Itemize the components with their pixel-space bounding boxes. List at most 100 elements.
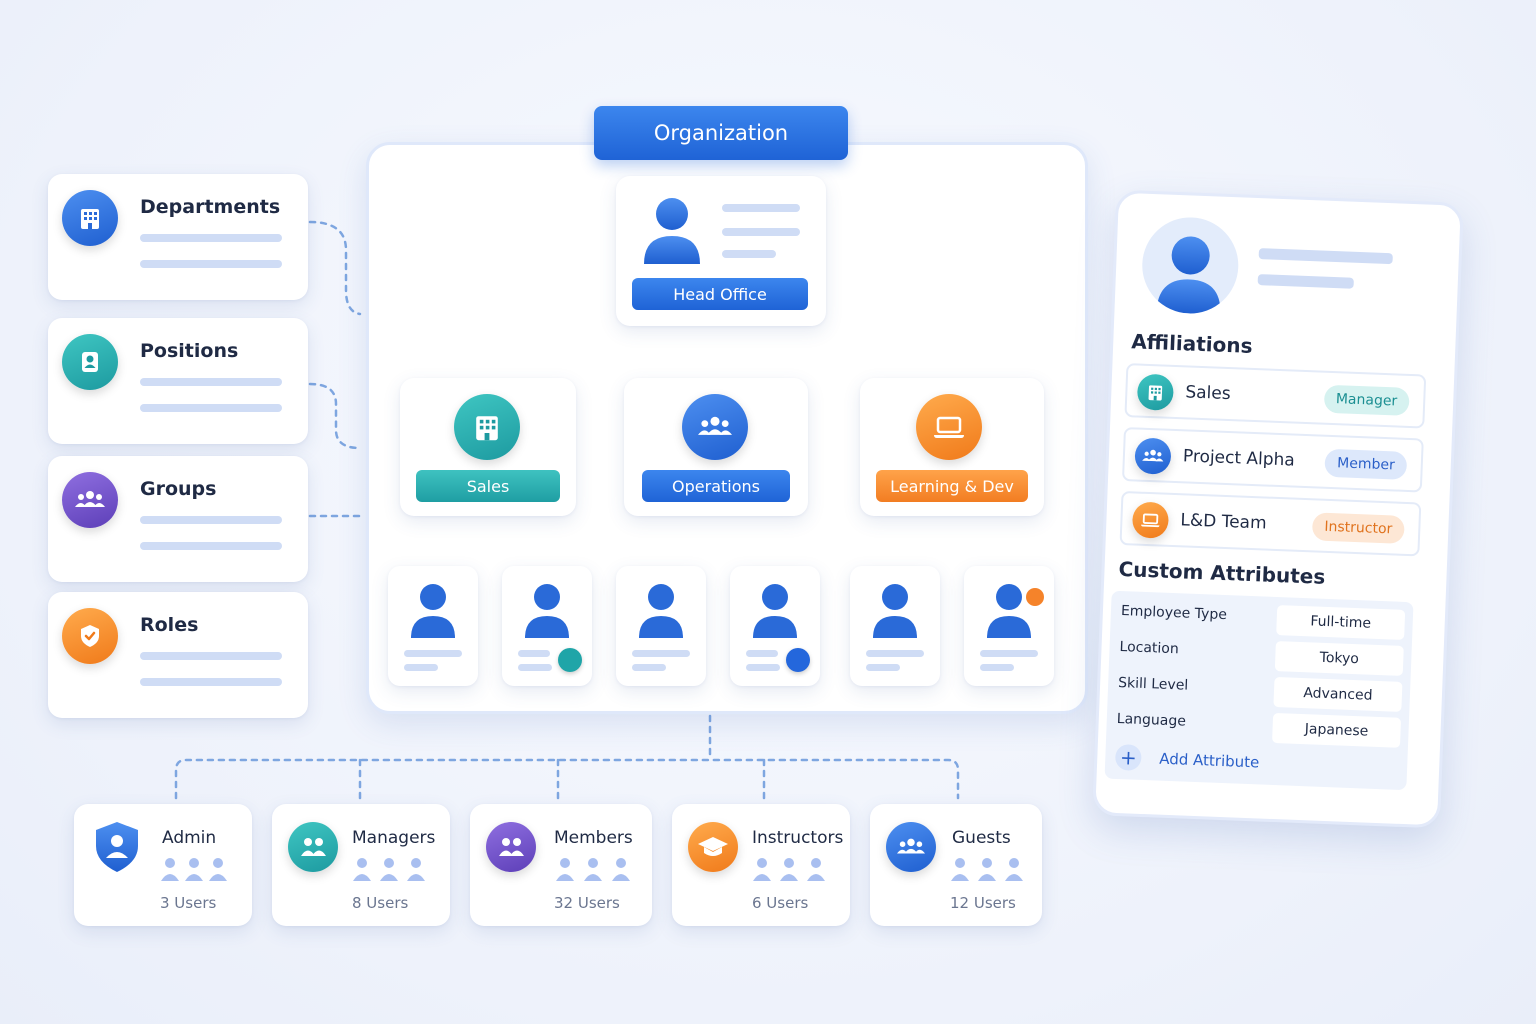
users-icon [556,858,630,881]
role-card-guests[interactable]: Guests 12 Users [870,804,1042,926]
role-title: Admin [162,828,217,848]
user-icon [644,198,700,264]
users-icon [353,858,425,881]
placeholder-line [140,404,282,412]
users-icon [951,858,1023,881]
affiliation-row[interactable]: Sales Manager [1124,363,1427,429]
user-icon [753,584,797,638]
placeholder-line [140,542,282,550]
role-count: 3 Users [160,894,217,912]
user-icon [639,584,683,638]
user-icon [1156,236,1221,315]
placeholder-line [722,250,776,258]
category-card-departments[interactable]: Departments [48,174,308,300]
affiliations-title: Affiliations [1130,329,1253,358]
placeholder-line [722,228,800,236]
group-icon [1134,437,1172,475]
placeholder-line [1258,248,1393,265]
users-icon [288,822,338,872]
division-card-learning-dev[interactable]: Learning & Dev [860,378,1044,516]
status-dot [1026,588,1044,606]
member-card[interactable] [616,566,706,686]
member-card[interactable] [964,566,1054,686]
role-count: 8 Users [352,894,409,912]
placeholder-line [746,650,778,657]
placeholder-line [632,650,690,657]
placeholder-line [140,234,282,242]
category-card-positions[interactable]: Positions [48,318,308,444]
affiliation-name: L&D Team [1180,510,1267,534]
user-icon [411,584,455,638]
role-count: 12 Users [950,894,1016,912]
category-card-groups[interactable]: Groups [48,456,308,582]
users-icon-row [554,856,634,886]
shield-user-icon [96,822,138,872]
placeholder-line [140,378,282,386]
users-icon-row [160,856,228,886]
division-card-operations[interactable]: Operations [624,378,808,516]
affiliation-role-badge: Member [1324,448,1408,480]
status-dot [558,648,582,672]
role-card-instructors[interactable]: Instructors 6 Users [672,804,850,926]
placeholder-line [140,516,282,524]
placeholder-line [1257,274,1354,289]
role-count: 32 Users [554,894,620,912]
affiliation-role-badge: Manager [1323,384,1410,416]
plus-icon: + [1114,743,1142,771]
users-icon-row [352,856,428,886]
role-card-managers[interactable]: Managers 8 Users [272,804,450,926]
division-card-sales[interactable]: Sales [400,378,576,516]
building-icon [454,394,520,460]
division-label: Learning & Dev [876,470,1028,502]
role-count: 6 Users [752,894,809,912]
users-icon [753,858,825,881]
division-label: Sales [416,470,560,502]
affiliation-role-badge: Instructor [1311,512,1405,544]
group-icon [886,822,936,872]
placeholder-line [140,652,282,660]
affiliation-name: Project Alpha [1182,446,1296,471]
attribute-value[interactable]: Japanese [1272,712,1402,748]
head-office-label: Head Office [632,278,808,310]
user-icon [987,584,1031,638]
role-title: Guests [952,828,1011,848]
graduation-cap-icon [688,822,738,872]
custom-attributes-title: Custom Attributes [1118,556,1326,589]
attribute-value[interactable]: Advanced [1273,676,1403,712]
category-title: Departments [140,196,281,218]
attribute-value[interactable]: Tokyo [1274,641,1404,676]
category-card-roles[interactable]: Roles [48,592,308,718]
head-office-card[interactable]: Head Office [616,176,826,326]
users-icon-row [752,856,828,886]
placeholder-line [722,204,800,212]
division-label: Operations [642,470,790,502]
users-icon [486,822,536,872]
attribute-key: Skill Level [1117,674,1189,694]
status-dot [786,648,810,672]
attribute-key: Location [1119,639,1180,658]
member-card[interactable] [502,566,592,686]
attribute-key: Language [1116,710,1187,730]
organization-banner: Organization [594,106,848,160]
member-card[interactable] [730,566,820,686]
affiliation-row[interactable]: Project Alpha Member [1121,427,1424,493]
laptop-icon [1131,501,1170,539]
group-icon [62,472,118,528]
affiliation-row[interactable]: L&D Team Instructor [1119,490,1422,557]
role-title: Members [554,828,633,848]
placeholder-line [140,260,282,268]
role-card-members[interactable]: Members 32 Users [470,804,652,926]
placeholder-line [140,678,282,686]
attribute-value[interactable]: Full-time [1276,605,1406,640]
member-card[interactable] [850,566,940,686]
person-badge-icon [62,334,118,390]
add-attribute-button[interactable]: + Add Attribute [1114,743,1260,777]
placeholder-line [632,664,666,671]
category-title: Roles [140,614,199,636]
attributes-table: Employee Type Full-time Location Tokyo S… [1104,590,1414,791]
role-title: Managers [352,828,436,848]
member-card[interactable] [388,566,478,686]
placeholder-line [866,650,924,657]
role-card-admin[interactable]: Admin 3 Users [74,804,252,926]
building-icon [62,190,118,246]
